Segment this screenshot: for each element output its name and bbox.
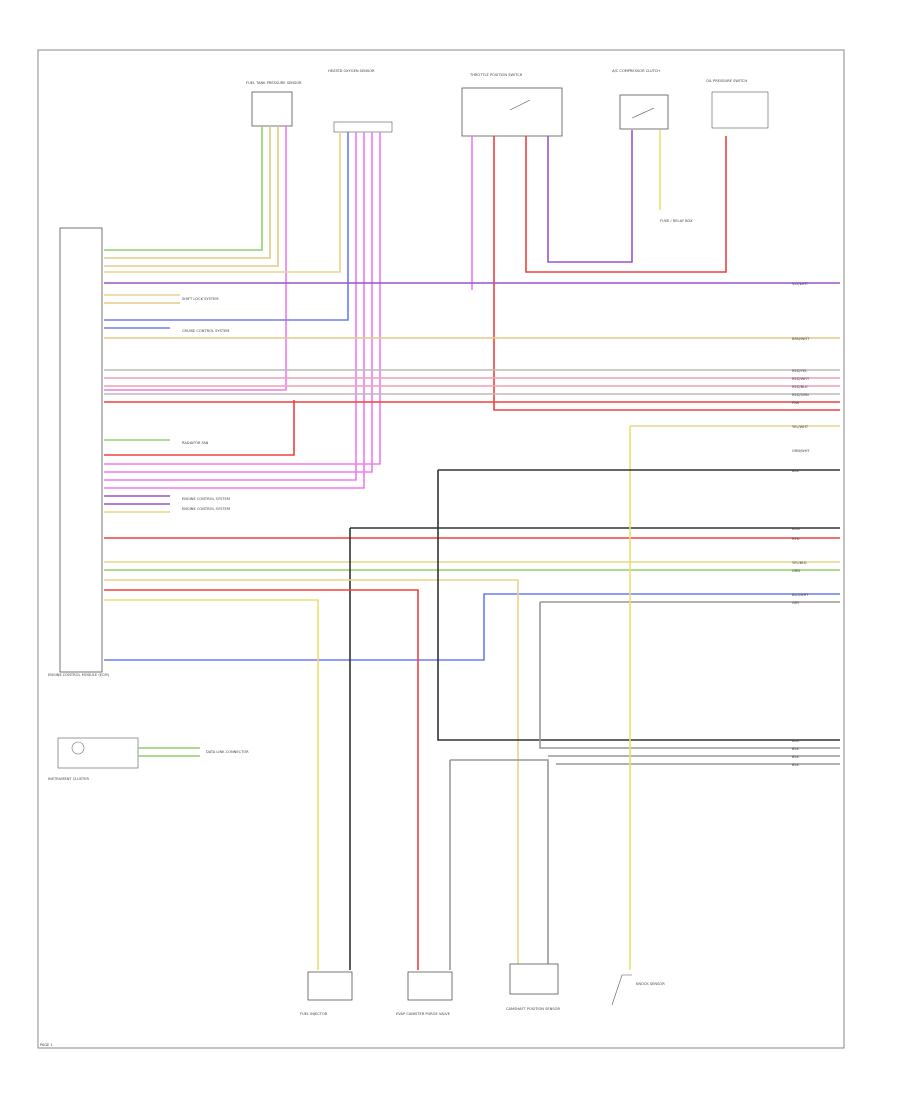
right-label: BLK <box>792 747 799 751</box>
oil-pressure-label: OIL PRESSURE SWITCH <box>706 79 747 83</box>
right-label: BRN <box>792 527 800 531</box>
right-label: RED/BLK <box>792 385 808 389</box>
fuse-box-label: FUSE / RELAY BOX <box>660 219 693 223</box>
right-label: BLK <box>792 755 799 759</box>
right-label: YEL/WHT <box>792 425 809 429</box>
right-edge-labels: VIO/WHT BRN/WHT RED/YEL RED/WHT RED/BLK … <box>792 282 810 767</box>
throttle-switch-contact <box>509 99 531 111</box>
knock-sensor-symbol <box>611 974 632 1006</box>
injector-label: FUEL INJECTOR <box>300 1012 328 1016</box>
right-label: YEL/BLK <box>792 561 807 565</box>
lower-vertical-wires <box>104 426 840 970</box>
data-link-label: DATA LINK CONNECTOR <box>206 750 249 754</box>
injector-connector <box>307 971 353 1001</box>
ac-compressor-label: A/C COMPRESSOR CLUTCH <box>612 69 660 73</box>
ac-compressor-clutch <box>619 94 669 130</box>
ecm-label: ENGINE CONTROL MODULE (ECM) <box>48 673 110 677</box>
engine-control-label: ENGINE CONTROL SYSTEM <box>182 497 230 501</box>
right-label: RED/YEL <box>792 369 807 373</box>
radiator-fan-label: RADIATOR FAN <box>182 441 209 445</box>
cruise-control-label: CRUISE CONTROL SYSTEM <box>182 329 229 333</box>
ecm-stub-wires <box>104 294 295 513</box>
diagram-frame <box>37 49 845 1049</box>
evap-valve-label: EVAP CANISTER PURGE VALVE <box>396 1012 451 1016</box>
instrument-cluster-label: INSTRUMENT CLUSTER <box>48 777 89 781</box>
oxygen-sensor-label: HEATED OXYGEN SENSOR <box>328 69 375 73</box>
right-label: BRN/WHT <box>792 337 810 341</box>
camshaft-sensor-label: CAMSHAFT POSITION SENSOR <box>506 1007 560 1011</box>
warning-lamp-icon <box>71 741 85 755</box>
right-label: GRN <box>792 569 800 573</box>
right-label: RED/WHT <box>792 377 810 381</box>
right-label: GRN/WHT <box>792 449 810 453</box>
throttle-switch-label: THROTTLE POSITION SWITCH <box>469 73 523 77</box>
right-label: BLK <box>792 739 799 743</box>
right-label: VIO/WHT <box>792 282 809 286</box>
right-label: GRY <box>792 601 800 605</box>
right-label: RED <box>792 537 800 541</box>
oil-pressure-switch <box>711 91 769 129</box>
right-label: BLK <box>792 763 799 767</box>
oxygen-sensor-connector <box>333 121 393 133</box>
right-label: RED/GRN <box>792 393 809 397</box>
engine-control-label-2: ENGINE CONTROL SYSTEM <box>182 507 230 511</box>
ecm-connector <box>59 227 103 673</box>
ac-switch-contact <box>631 107 655 119</box>
right-label: BLK <box>792 469 799 473</box>
fuel-tank-pressure-sensor <box>251 91 293 127</box>
camshaft-sensor-connector <box>509 963 559 995</box>
right-label: BLU/WHT <box>792 593 809 597</box>
page-number: PAGE 1 <box>40 1043 53 1047</box>
horizontal-bus-wires <box>104 282 840 661</box>
top-vertical-wires <box>104 126 840 489</box>
fuel-tank-sensor-label: FUEL TANK PRESSURE SENSOR <box>246 81 302 85</box>
shift-lock-label: SHIFT LOCK SYSTEM <box>182 297 218 301</box>
right-label: PNK <box>792 401 800 405</box>
knock-sensor-label: KNOCK SENSOR <box>636 982 665 986</box>
evap-valve-connector <box>407 971 453 1001</box>
throttle-position-switch <box>461 87 563 137</box>
instrument-cluster-box <box>57 737 139 769</box>
